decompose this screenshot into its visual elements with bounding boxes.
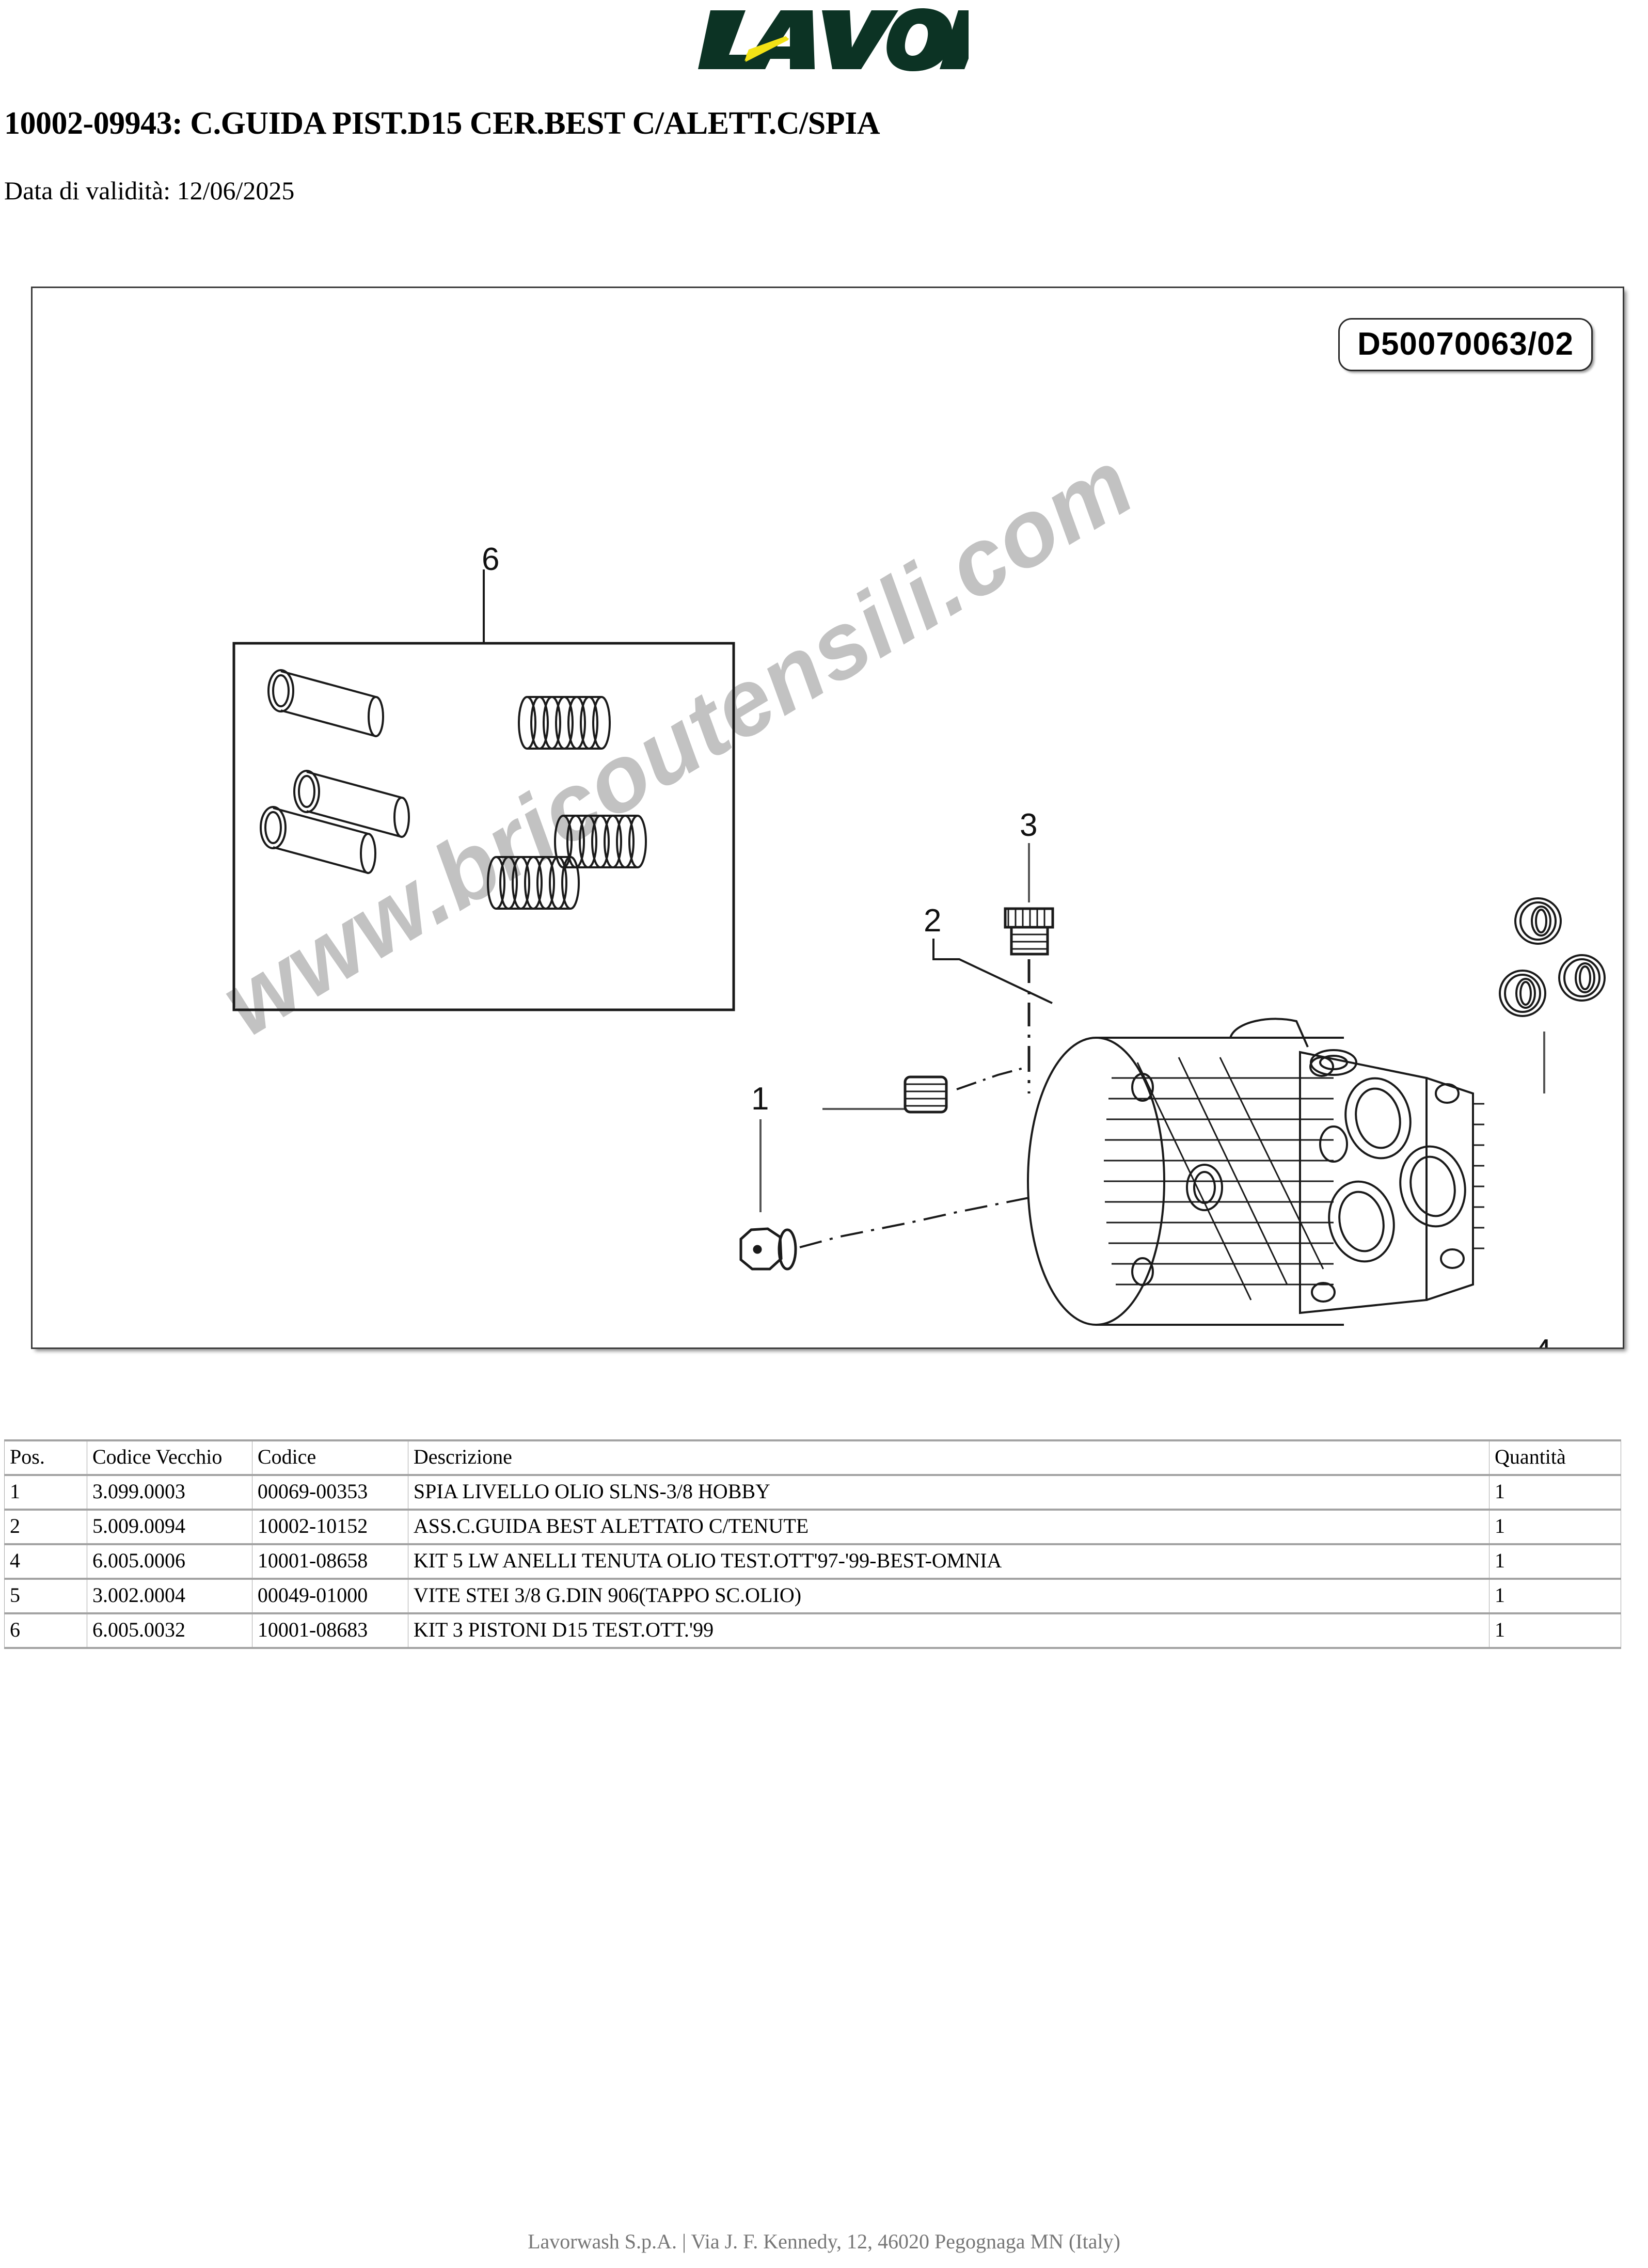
item-6-group xyxy=(232,569,735,1011)
item-4-oil-seals xyxy=(1499,897,1606,1093)
item-5-grub-screw xyxy=(822,1066,1029,1114)
cell-quantity: 1 xyxy=(1489,1474,1621,1511)
cell-description: ASS.C.GUIDA BEST ALETTATO C/TENUTE xyxy=(407,1509,1490,1545)
table-row: 1 3.099.0003 00069-00353 SPIA LIVELLO OL… xyxy=(4,1474,1621,1511)
page-footer: Lavorwash S.p.A. | Via J. F. Kennedy, 12… xyxy=(528,2230,1120,2253)
column-header-quantity: Quantità xyxy=(1489,1439,1621,1476)
cell-quantity: 1 xyxy=(1489,1612,1621,1649)
table-row: 4 6.005.0006 10001-08658 KIT 5 LW ANELLI… xyxy=(4,1543,1621,1580)
cell-description: VITE STEI 3/8 G.DIN 906(TAPPO SC.OLIO) xyxy=(407,1578,1490,1614)
callout-2: 2 xyxy=(924,903,942,939)
item-1-sight-glass xyxy=(739,1119,1029,1271)
table-row: 5 3.002.0004 00049-01000 VITE STEI 3/8 G… xyxy=(4,1578,1621,1614)
table-row: 2 5.009.0094 10002-10152 ASS.C.GUIDA BES… xyxy=(4,1509,1621,1545)
column-header-old-code: Codice Vecchio xyxy=(86,1439,252,1476)
callout-1: 1 xyxy=(751,1081,769,1117)
cell-pos: 6 xyxy=(4,1612,87,1649)
cell-pos: 2 xyxy=(4,1509,87,1545)
column-header-description: Descrizione xyxy=(407,1439,1490,1476)
cell-pos: 1 xyxy=(4,1474,87,1511)
cell-code: 10001-08683 xyxy=(251,1612,408,1649)
item-3-filler-cap xyxy=(1004,843,1054,1093)
brand-logo xyxy=(0,7,1648,85)
cell-quantity: 1 xyxy=(1489,1543,1621,1580)
validity-date: Data di validità: 12/06/2025 xyxy=(4,176,295,205)
column-header-pos: Pos. xyxy=(4,1439,87,1476)
page-title: 10002-09943: C.GUIDA PIST.D15 CER.BEST C… xyxy=(4,106,880,141)
pump-assembly-drawing xyxy=(232,569,1606,1326)
callout-6: 6 xyxy=(482,542,500,577)
cell-old-code: 3.002.0004 xyxy=(86,1578,252,1614)
cell-quantity: 1 xyxy=(1489,1509,1621,1545)
cell-old-code: 6.005.0006 xyxy=(86,1543,252,1580)
cell-code: 00069-00353 xyxy=(251,1474,408,1511)
cell-code: 00049-01000 xyxy=(251,1578,408,1614)
cell-pos: 5 xyxy=(4,1578,87,1614)
cell-description: KIT 3 PISTONI D15 TEST.OTT.'99 xyxy=(407,1612,1490,1649)
column-header-code: Codice xyxy=(251,1439,408,1476)
cell-old-code: 6.005.0032 xyxy=(86,1612,252,1649)
cell-description: SPIA LIVELLO OLIO SLNS-3/8 HOBBY xyxy=(407,1474,1490,1511)
callout-3: 3 xyxy=(1020,807,1038,843)
lavor-logo-icon xyxy=(698,8,969,71)
cell-old-code: 5.009.0094 xyxy=(86,1509,252,1545)
item-2-pump-housing xyxy=(932,939,1484,1326)
drawing-number-badge: D50070063/02 xyxy=(1338,318,1593,371)
table-row: 6 6.005.0032 10001-08683 KIT 3 PISTONI D… xyxy=(4,1612,1621,1649)
cell-quantity: 1 xyxy=(1489,1578,1621,1614)
cell-code: 10001-08658 xyxy=(251,1543,408,1580)
cell-old-code: 3.099.0003 xyxy=(86,1474,252,1511)
table-header-row: Pos. Codice Vecchio Codice Descrizione Q… xyxy=(4,1439,1621,1476)
cell-pos: 4 xyxy=(4,1543,87,1580)
cell-code: 10002-10152 xyxy=(251,1509,408,1545)
cell-description: KIT 5 LW ANELLI TENUTA OLIO TEST.OTT'97-… xyxy=(407,1543,1490,1580)
callout-4: 4 xyxy=(1534,1335,1551,1348)
parts-table: Pos. Codice Vecchio Codice Descrizione Q… xyxy=(4,1439,1621,1649)
exploded-parts-diagram: www.bricoutensili.com D50070063/02 xyxy=(31,287,1624,1349)
